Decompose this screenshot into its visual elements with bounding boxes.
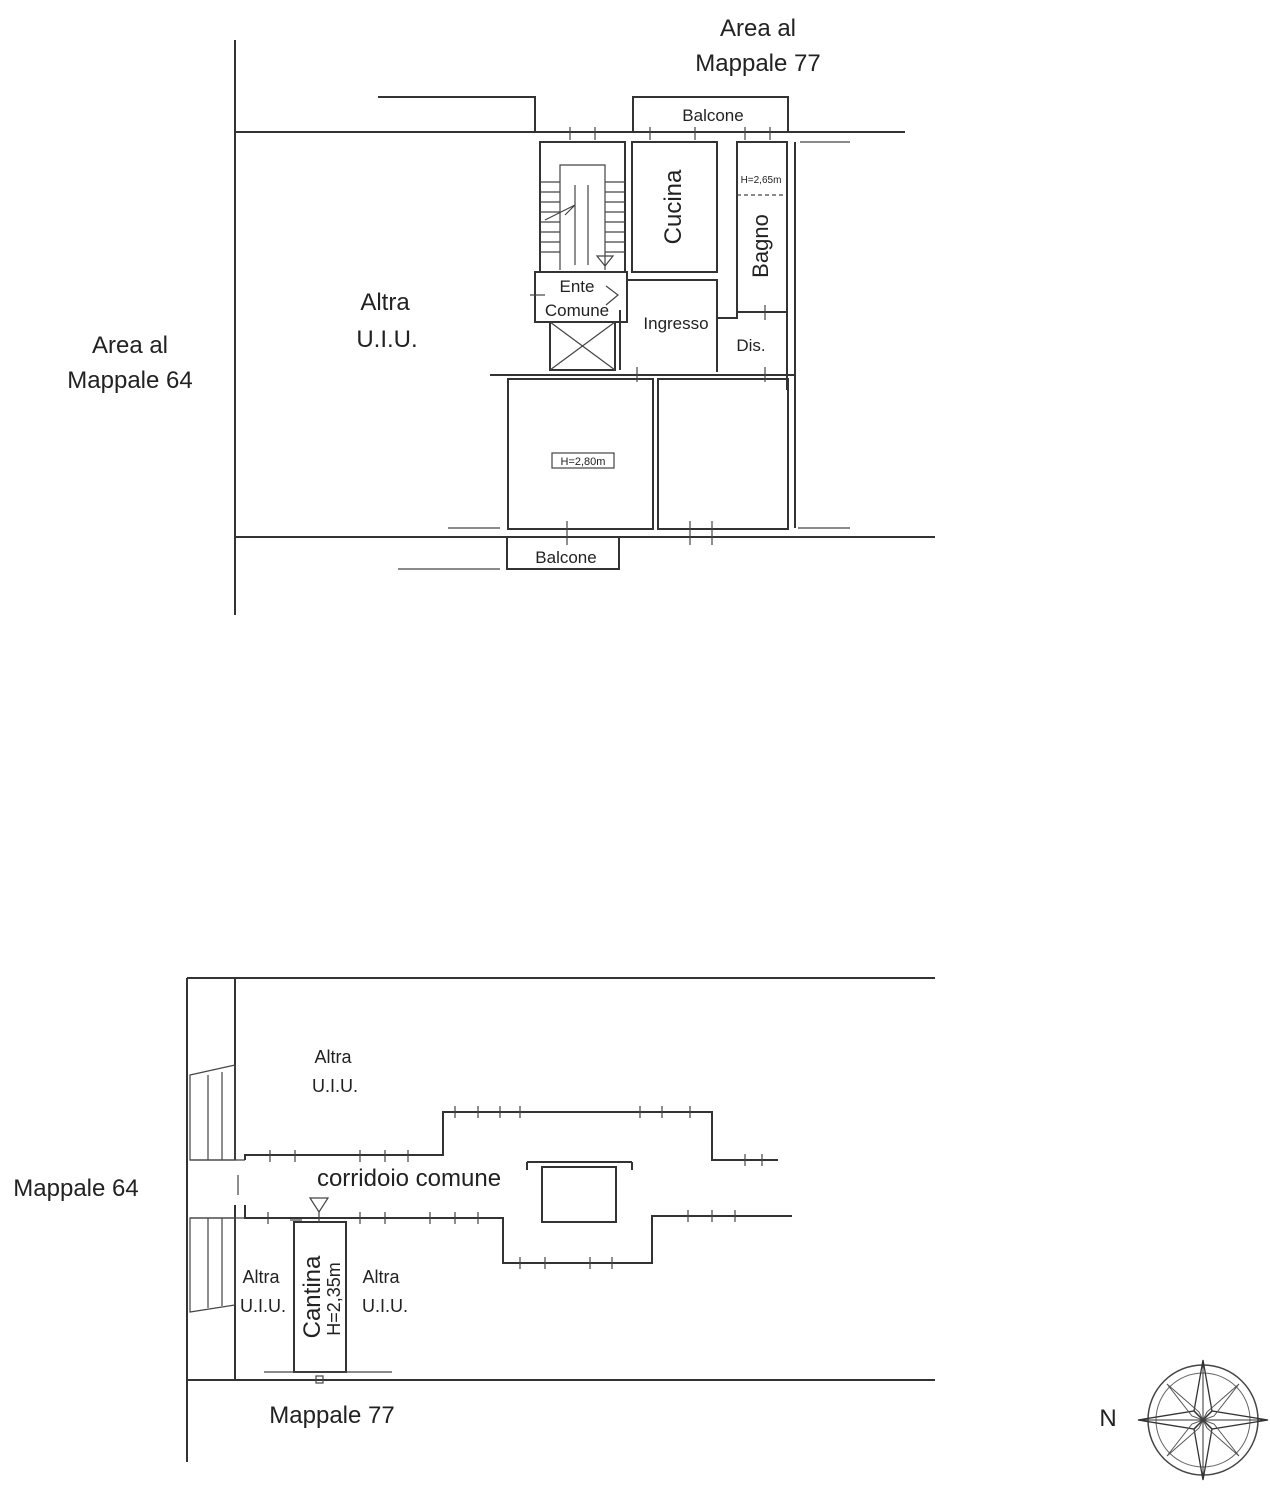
- balcony-bottom-label: Balcone: [535, 548, 596, 567]
- bathroom-label: Bagno: [748, 214, 773, 278]
- other-unit-left-label-2: U.I.U.: [240, 1296, 286, 1316]
- balcony-top-label: Balcone: [682, 106, 743, 125]
- common-corridor-label: corridoio comune: [317, 1165, 501, 1192]
- other-unit-top-label-2: U.I.U.: [312, 1076, 358, 1096]
- cellar-label: Cantina: [299, 1255, 326, 1338]
- north-label: N: [1099, 1405, 1116, 1432]
- other-unit-left-label-1: Altra: [242, 1267, 280, 1287]
- area-north-label-2: Mappale 77: [695, 50, 820, 77]
- cellar-height-label: H=2,35m: [324, 1262, 344, 1336]
- other-unit-right-label-2: U.I.U.: [362, 1296, 408, 1316]
- area-north-label-1: Area al: [720, 15, 796, 42]
- other-unit-label-1: Altra: [360, 289, 410, 316]
- bath-height-label: H=2,65m: [741, 175, 782, 186]
- entrance-label: Ingresso: [643, 314, 708, 333]
- lower-plan-walls: [186, 977, 935, 1462]
- common-area-label-1: Ente: [560, 277, 595, 296]
- other-unit-label-2: U.I.U.: [356, 326, 417, 353]
- area-west-label-1: Area al: [92, 332, 168, 359]
- other-unit-right-label-1: Altra: [362, 1267, 400, 1287]
- compass-rose-icon: [1137, 1359, 1269, 1481]
- other-unit-top-label-1: Altra: [314, 1047, 352, 1067]
- west-mappale-label: Mappale 64: [13, 1175, 138, 1202]
- upper-plan-walls: [234, 40, 935, 615]
- area-west-label-2: Mappale 64: [67, 367, 192, 394]
- common-area-label-2: Comune: [545, 301, 609, 320]
- kitchen-label: Cucina: [660, 169, 687, 244]
- south-mappale-label: Mappale 77: [269, 1402, 394, 1429]
- closet-label: Dis.: [736, 336, 765, 355]
- room-height-label: H=2,80m: [561, 456, 606, 468]
